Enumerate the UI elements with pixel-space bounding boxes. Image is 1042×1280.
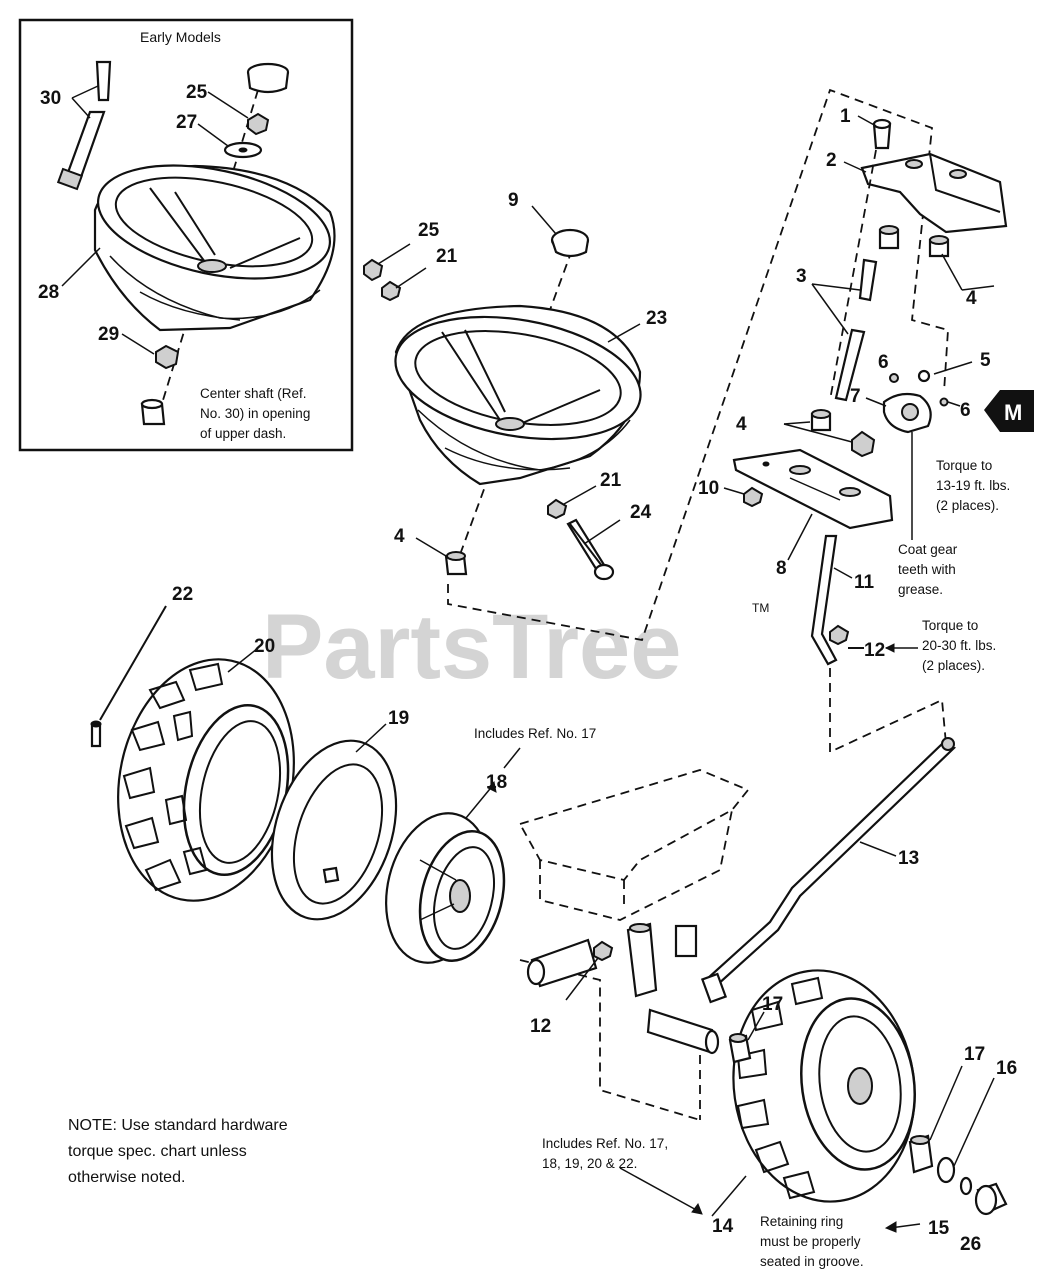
watermark-tm: TM	[752, 601, 769, 615]
coat-line2: teeth with	[898, 562, 956, 577]
callout-30: 30	[40, 88, 61, 109]
retaining-line1: Retaining ring	[760, 1214, 843, 1229]
callout-17-left: 17	[762, 994, 783, 1015]
watermark: PartsTree	[262, 596, 681, 698]
steering-gear-assembly: M 1 2 3 4 6 5 7 6 4 10 8 11 12 Torque to…	[698, 106, 1034, 673]
callout-2: 2	[826, 150, 837, 171]
inner-tube-part-19: 19	[270, 708, 409, 921]
callout-9: 9	[508, 190, 519, 211]
callout-5: 5	[980, 350, 991, 371]
callout-28: 28	[38, 282, 59, 303]
callout-10: 10	[698, 478, 719, 499]
inset-title: Early Models	[140, 29, 221, 45]
callout-25-inset: 25	[186, 82, 208, 103]
callout-16: 16	[996, 1058, 1017, 1079]
torque1-line1: Torque to	[936, 458, 992, 473]
general-note-line2: torque spec. chart unless	[68, 1143, 247, 1160]
general-note-line3: otherwise noted.	[68, 1169, 185, 1186]
coat-line3: grease.	[898, 582, 943, 597]
callout-22: 22	[172, 584, 193, 605]
includes14-line1: Includes Ref. No. 17,	[542, 1136, 668, 1151]
torque2-line3: (2 places).	[922, 658, 985, 673]
hub-cap-inset	[246, 62, 290, 94]
inset-caption-1: Center shaft (Ref.	[200, 386, 307, 401]
torque2-line2: 20-30 ft. lbs.	[922, 638, 996, 653]
inset-caption-2: No. 30) in opening	[200, 406, 310, 421]
includes-17-note: Includes Ref. No. 17	[474, 726, 596, 741]
callout-13: 13	[898, 848, 919, 869]
callout-15: 15	[928, 1218, 950, 1239]
front-axle-outline: 12	[518, 769, 750, 1121]
callout-4-upper: 4	[966, 288, 977, 309]
torque1-line3: (2 places).	[936, 498, 999, 513]
callout-3: 3	[796, 266, 807, 287]
callout-19: 19	[388, 708, 409, 729]
valve-stem-part-22: 22	[90, 584, 193, 748]
m-marker-label: M	[1004, 400, 1022, 425]
general-note: NOTE: Use standard hardware torque spec.…	[68, 1117, 288, 1186]
steering-wheel-inset-part-28	[93, 164, 336, 332]
callout-21-lower: 21	[600, 470, 622, 491]
inset-caption-3: of upper dash.	[200, 426, 286, 441]
callout-4-middle: 4	[736, 414, 747, 435]
callout-6-upper: 6	[878, 352, 889, 373]
callout-12-lower: 12	[530, 1016, 551, 1037]
callout-4-lower: 4	[394, 526, 405, 547]
callout-6-lower: 6	[960, 400, 971, 421]
callout-14: 14	[712, 1216, 734, 1237]
wheel-assembly-part-14: 17 17 16 15 26 14 Includes Ref. No. 17, …	[542, 969, 1017, 1269]
callout-23: 23	[646, 308, 667, 329]
wheel-rim-part-18: 18 Includes Ref. No. 17	[385, 726, 596, 964]
callout-24: 24	[630, 502, 652, 523]
drag-link-part-13: 13	[700, 737, 957, 1004]
callout-20: 20	[254, 636, 275, 657]
callout-8: 8	[776, 558, 787, 579]
callout-11: 11	[854, 572, 875, 593]
callout-7: 7	[850, 386, 861, 407]
callout-1: 1	[840, 106, 851, 127]
callout-25: 25	[418, 220, 440, 241]
m-reference-marker: M	[984, 390, 1034, 432]
center-shaft-part-30	[56, 60, 112, 191]
torque1-line2: 13-19 ft. lbs.	[936, 478, 1010, 493]
retaining-line2: must be properly	[760, 1234, 861, 1249]
includes14-line2: 18, 19, 20 & 22.	[542, 1156, 637, 1171]
retaining-line3: seated in groove.	[760, 1254, 864, 1269]
callout-27: 27	[176, 112, 197, 133]
steering-wheel-part-23: 9 25 21 23 21 24 4	[363, 190, 667, 581]
coat-line1: Coat gear	[898, 542, 958, 557]
callout-12-upper: 12	[864, 640, 885, 661]
callout-21-upper: 21	[436, 246, 458, 267]
callout-26: 26	[960, 1234, 981, 1255]
callout-18: 18	[486, 772, 507, 793]
early-models-inset: Early Models	[18, 18, 354, 452]
callout-17-right: 17	[964, 1044, 985, 1065]
torque2-line1: Torque to	[922, 618, 978, 633]
callout-29: 29	[98, 324, 119, 345]
general-note-line1: NOTE: Use standard hardware	[68, 1117, 288, 1134]
